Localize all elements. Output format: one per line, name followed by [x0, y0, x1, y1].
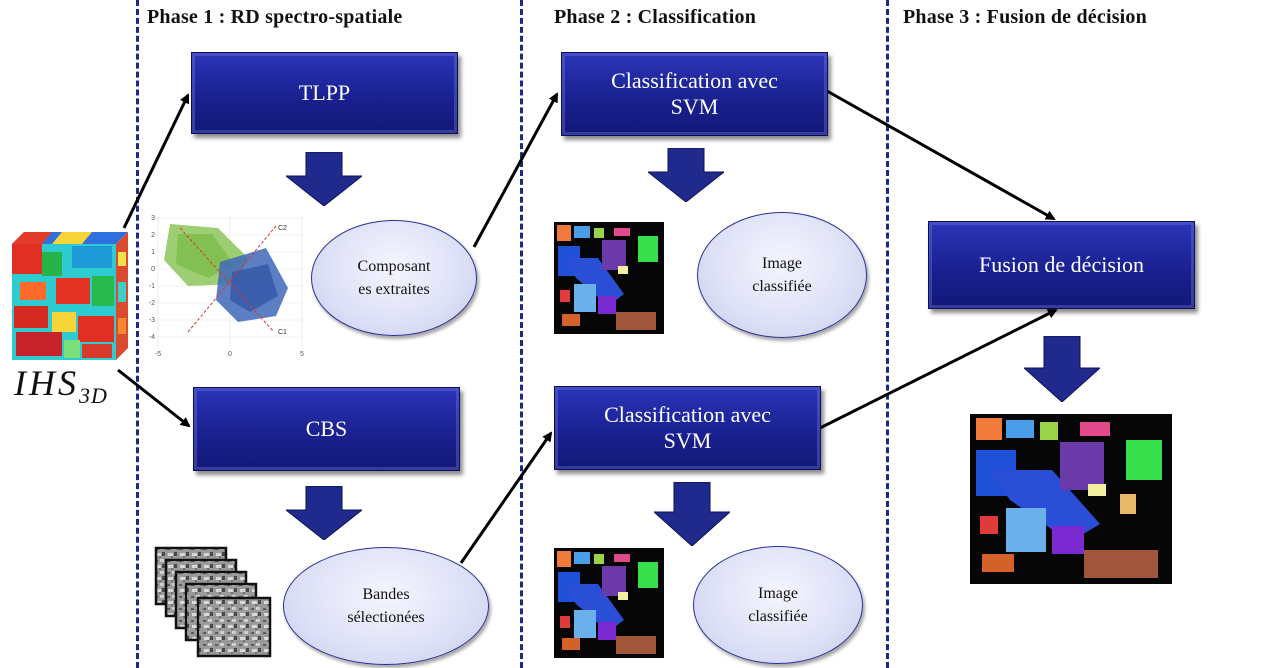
fusion-box: Fusion de décision — [928, 221, 1195, 309]
selected-bands-line2: sélectionées — [347, 609, 425, 626]
svm-top-label-line1: Classification avec — [611, 67, 778, 93]
scatter-ytick: -3 — [149, 317, 155, 324]
scatter-ytick: -4 — [149, 334, 155, 341]
phase-divider-2 — [520, 0, 523, 668]
down-arrow-tlpp — [286, 152, 362, 206]
down-arrow-svm-top — [648, 148, 724, 202]
scatter-ytick: 1 — [151, 249, 155, 256]
arrow-input-to-cbs — [117, 368, 191, 428]
selected-bands-line1: Bandes — [362, 585, 410, 603]
fusion-label: Fusion de décision — [979, 251, 1144, 277]
selected-bands-ellipse: Bandes sélectionées — [283, 547, 489, 665]
scatter-ytick: -1 — [149, 283, 155, 290]
scatter-ytick: -2 — [149, 300, 155, 307]
svm-bottom-box: Classification avec SVM — [554, 386, 821, 470]
svm-bottom-label-line2: SVM — [663, 428, 712, 453]
svm-bottom-label-line1: Classification avec — [604, 401, 771, 427]
arrow-bands-to-svm — [459, 431, 553, 564]
fused-classified-map — [970, 414, 1172, 584]
input-label: IHS3D — [14, 363, 108, 409]
classified-image-top-ellipse: Image classifiée — [697, 212, 867, 338]
arrow-svm-top-to-fusion — [826, 89, 1056, 221]
down-arrow-svm-bottom — [654, 482, 730, 546]
scatter-ytick: 2 — [151, 232, 155, 239]
extracted-components-line2: es extraites — [358, 281, 430, 298]
cbs-label: CBS — [305, 415, 348, 441]
phase-divider-3 — [886, 0, 889, 668]
extracted-components-line1: Composant — [357, 257, 431, 275]
scatter-axis-c1: C1 — [278, 329, 287, 336]
phase-1-title: Phase 1 : RD spectro-spatiale — [147, 6, 403, 28]
arrow-components-to-svm — [472, 92, 559, 248]
svm-top-label-line2: SVM — [670, 94, 719, 119]
tlpp-box: TLPP — [191, 52, 458, 134]
cbs-box: CBS — [193, 387, 460, 471]
tlpp-label: TLPP — [298, 79, 351, 105]
selected-bands-images — [154, 546, 272, 658]
scatter-xtick: 0 — [228, 351, 232, 358]
classified-map-top — [554, 222, 664, 334]
scatter-plot-thumbnail: C2 C1 3 2 1 0 -1 -2 -3 -4 -5 0 5 — [148, 208, 308, 358]
extracted-components-ellipse: Composant es extraites — [311, 220, 477, 336]
arrow-svm-bottom-to-fusion — [819, 308, 1058, 430]
scatter-xtick: -5 — [155, 351, 161, 358]
hyperspectral-cube-image — [12, 232, 128, 360]
scatter-ytick: 3 — [151, 215, 155, 222]
down-arrow-cbs — [286, 486, 362, 540]
phase-3-title: Phase 3 : Fusion de décision — [903, 6, 1147, 28]
scatter-axis-c2: C2 — [278, 225, 287, 232]
svm-top-box: Classification avec SVM — [561, 52, 828, 136]
scatter-xtick: 5 — [300, 351, 304, 358]
classified-image-bottom-line1: Image — [758, 584, 798, 602]
down-arrow-fusion — [1024, 336, 1100, 402]
phase-2-title: Phase 2 : Classification — [554, 6, 757, 28]
scatter-ytick: 0 — [151, 266, 155, 273]
phase-divider-1 — [136, 0, 139, 668]
classified-image-bottom-line2: classifiée — [748, 608, 808, 625]
classified-map-bottom — [554, 548, 664, 658]
arrow-input-to-tlpp — [122, 93, 190, 229]
classified-image-top-line2: classifiée — [752, 278, 812, 295]
classified-image-bottom-ellipse: Image classifiée — [693, 546, 863, 664]
classified-image-top-line1: Image — [762, 254, 802, 272]
